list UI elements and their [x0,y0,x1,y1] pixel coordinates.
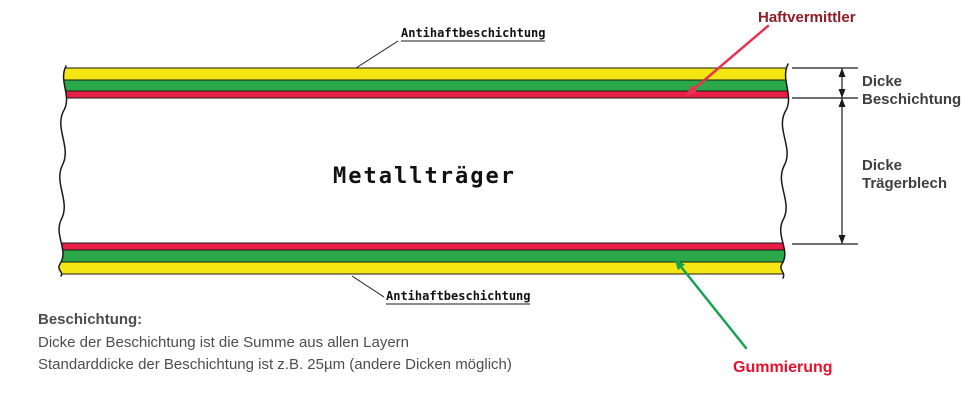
torn-edge-left [58,65,68,277]
note-line1: Dicke der Beschichtung ist die Summe aus… [38,334,409,351]
layer-antihaft-top [51,67,797,81]
gummierung-arrow-line [680,266,748,350]
antihaft-bottom-callout: Antihaftbeschichtung [351,275,531,305]
antihaft-top-leader-line [355,40,399,69]
note-beschichtung: Beschichtung: Dicke der Beschichtung ist… [38,311,512,373]
gummierung-arrowhead-icon [674,258,685,271]
arrowhead-down-icon [838,89,846,98]
antihaft-top-label: Antihaftbeschichtung [401,26,546,40]
haftvermittler-callout: Haftvermittler [685,9,856,97]
dimension-traegerblech: Dicke Trägerblech [792,98,947,245]
layer-gummierung-top [51,79,797,92]
haftvermittler-label: Haftvermittler [758,9,856,26]
layer-gummierung-bottom [51,249,797,263]
torn-edge-right [779,63,790,279]
note-heading: Beschichtung: [38,311,142,328]
arrowhead-up-icon [838,98,846,107]
metalltraeger-label: Metallträger [333,164,516,189]
gummierung-callout: Gummierung [674,258,833,376]
layer-haftvermittler-bottom [51,242,797,251]
haftvermittler-arrowhead-icon [685,85,698,97]
note-line2: Standarddicke der Beschichtung ist z.B. … [38,356,512,373]
antihaft-bottom-leader-line [351,275,385,298]
dim-beschichtung-line1: Dicke [862,73,902,90]
dim-beschichtung-line2: Beschichtung [862,91,961,108]
dim-traegerblech-line2: Trägerblech [862,175,947,192]
haftvermittler-arrow-line [692,24,770,91]
antihaft-top-callout: Antihaftbeschichtung [355,26,546,69]
layer-haftvermittler-top [51,90,797,99]
antihaft-bottom-label: Antihaftbeschichtung [386,289,531,303]
arrowhead-down-icon [838,235,846,244]
dim-traegerblech-line1: Dicke [862,157,902,174]
gummierung-label: Gummierung [733,359,833,376]
torn-edge-mask-right [780,64,836,278]
dimension-beschichtung: Dicke Beschichtung [792,67,961,108]
torn-edge-mask-left [18,66,67,276]
arrowhead-up-icon [838,68,846,77]
